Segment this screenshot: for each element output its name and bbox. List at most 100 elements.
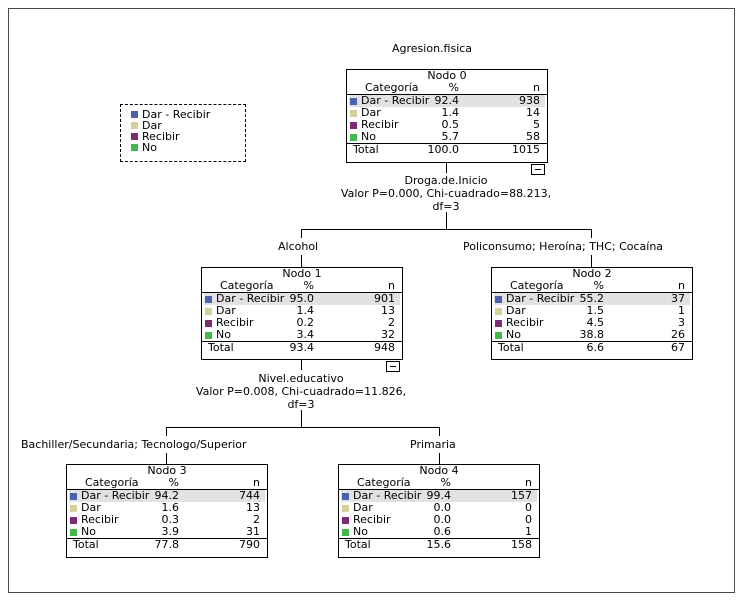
diagram-frame <box>8 8 735 593</box>
tree-node[interactable]: Nodo 0 Categoría % n Dar - Recibir 92.4 … <box>346 69 548 163</box>
total-row: Total 100.0 1015 <box>347 143 547 156</box>
category-swatch <box>342 517 349 524</box>
row-highlight <box>341 490 537 502</box>
collapse-button[interactable] <box>531 164 545 175</box>
header-pct: % <box>303 279 314 292</box>
category-n: 3 <box>678 316 685 329</box>
category-label: Dar - Recibir <box>506 292 575 305</box>
category-pct: 38.8 <box>579 328 605 341</box>
category-label: Dar - Recibir <box>81 489 150 502</box>
category-pct: 1.5 <box>586 304 605 317</box>
category-label: Dar - Recibir <box>216 292 285 305</box>
total-pct: 100.0 <box>427 143 460 156</box>
header-n: n <box>533 81 540 94</box>
category-row: Dar - Recibir 94.2 744 <box>67 490 267 502</box>
diagram-title: Agresion.fisica <box>392 42 473 55</box>
category-label: Dar <box>216 304 236 317</box>
category-pct: 0.3 <box>161 513 180 526</box>
category-row: Dar 1.5 1 <box>492 305 692 317</box>
category-label: No <box>353 525 368 538</box>
header-n: n <box>678 279 685 292</box>
category-swatch <box>70 529 77 536</box>
category-n: 2 <box>388 316 395 329</box>
row-highlight <box>349 95 545 107</box>
category-label: No <box>361 130 376 143</box>
category-row: Dar - Recibir 55.2 37 <box>492 293 692 305</box>
node-title: Nodo 1 <box>282 267 322 280</box>
row-highlight <box>494 293 690 305</box>
category-row: Recibir 0.2 2 <box>202 317 402 329</box>
category-pct: 0.0 <box>433 501 452 514</box>
connector-line <box>591 229 592 238</box>
category-label: No <box>216 328 231 341</box>
header-categoria: Categoría <box>510 279 564 292</box>
total-label: Total <box>498 341 524 354</box>
header-categoria: Categoría <box>365 81 419 94</box>
category-swatch <box>70 517 77 524</box>
tree-node[interactable]: Nodo 2 Categoría % n Dar - Recibir 55.2 … <box>491 267 693 360</box>
legend-swatch <box>131 133 138 140</box>
connector-line <box>301 360 302 370</box>
total-row: Total 77.8 790 <box>67 538 267 551</box>
category-swatch <box>342 505 349 512</box>
header-pct: % <box>440 476 451 489</box>
total-label: Total <box>73 538 99 551</box>
split-variable: Droga.de.Inicio <box>404 174 488 187</box>
total-label: Total <box>345 538 371 551</box>
category-n: 5 <box>533 118 540 131</box>
legend-item: Recibir <box>131 131 245 142</box>
header-pct: % <box>448 81 459 94</box>
total-n: 1015 <box>512 143 540 156</box>
category-label: Dar - Recibir <box>353 489 422 502</box>
split-label: Droga.de.Inicio Valor P=0.000, Chi-cuadr… <box>296 174 596 213</box>
category-n: 0 <box>525 501 532 514</box>
category-swatch <box>205 296 212 303</box>
category-pct: 0.0 <box>433 513 452 526</box>
category-row: Recibir 4.5 3 <box>492 317 692 329</box>
header-pct: % <box>593 279 604 292</box>
category-n: 1 <box>678 304 685 317</box>
category-row: Dar 1.6 13 <box>67 502 267 514</box>
category-swatch <box>70 505 77 512</box>
category-swatch <box>342 493 349 500</box>
category-n: 744 <box>239 489 260 502</box>
category-label: No <box>81 525 96 538</box>
category-swatch <box>205 332 212 339</box>
branch-label: Policonsumo; Heroína; THC; Cocaína <box>463 240 664 253</box>
node-header-row: Categoría % n <box>347 82 547 95</box>
category-pct: 3.4 <box>296 328 315 341</box>
connector-line <box>301 255 302 267</box>
total-row: Total 6.6 67 <box>492 341 692 354</box>
total-n: 158 <box>511 538 532 551</box>
tree-node[interactable]: Nodo 3 Categoría % n Dar - Recibir 94.2 … <box>66 464 268 558</box>
tree-node[interactable]: Nodo 1 Categoría % n Dar - Recibir 95.0 … <box>201 267 403 360</box>
tree-node[interactable]: Nodo 4 Categoría % n Dar - Recibir 99.4 … <box>338 464 540 558</box>
split-df: df=3 <box>287 398 315 411</box>
category-n: 901 <box>374 292 395 305</box>
category-label: Dar <box>361 106 381 119</box>
split-variable: Nivel.educativo <box>258 372 344 385</box>
collapse-button[interactable] <box>386 361 400 372</box>
category-swatch <box>495 332 502 339</box>
total-n: 948 <box>374 341 395 354</box>
category-n: 13 <box>246 501 260 514</box>
category-swatch <box>350 122 357 129</box>
header-categoria: Categoría <box>85 476 139 489</box>
category-pct: 94.2 <box>154 489 180 502</box>
category-label: Dar <box>81 501 101 514</box>
category-swatch <box>70 493 77 500</box>
total-pct: 15.6 <box>426 538 452 551</box>
header-n: n <box>253 476 260 489</box>
category-label: Dar <box>506 304 526 317</box>
connector-line <box>446 163 447 173</box>
category-pct: 92.4 <box>434 94 460 107</box>
category-n: 32 <box>381 328 395 341</box>
category-swatch <box>205 320 212 327</box>
connector-line <box>446 212 447 229</box>
category-label: Recibir <box>216 316 254 329</box>
category-row: Dar 1.4 14 <box>347 107 547 119</box>
header-pct: % <box>168 476 179 489</box>
category-n: 58 <box>526 130 540 143</box>
category-n: 26 <box>671 328 685 341</box>
category-label: Recibir <box>506 316 544 329</box>
